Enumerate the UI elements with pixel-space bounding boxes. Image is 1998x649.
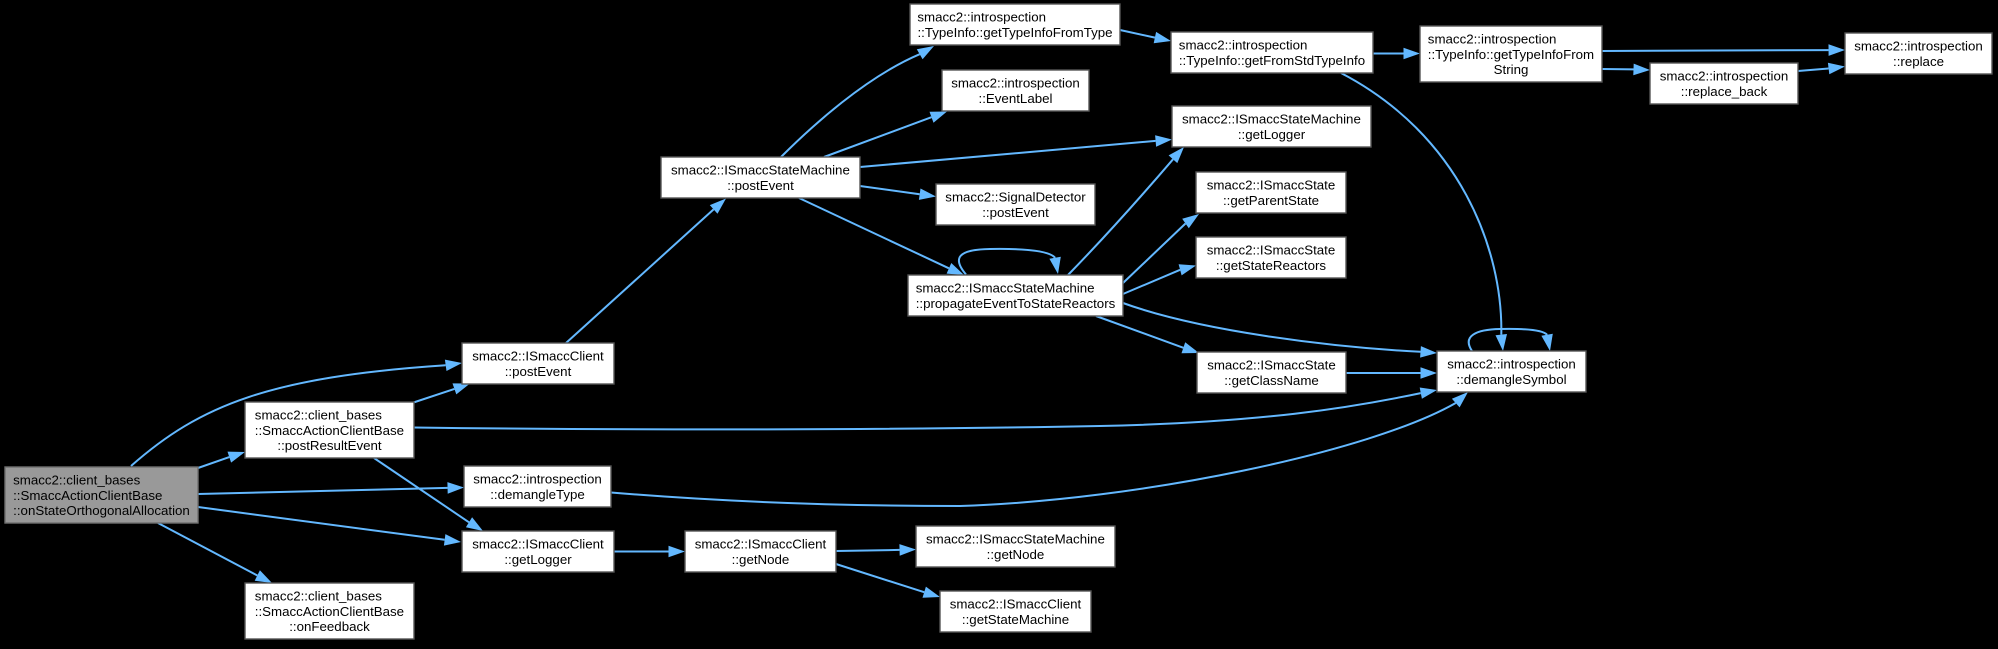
svg-text:smacc2::ISmaccStateMachine: smacc2::ISmaccStateMachine (1182, 112, 1361, 127)
svg-text:::onStateOrthogonalAllocation: ::onStateOrthogonalAllocation (13, 503, 190, 518)
svg-text:::replace_back: ::replace_back (1681, 84, 1768, 99)
svg-text:::getNode: ::getNode (732, 552, 790, 567)
svg-text:::getNode: ::getNode (987, 547, 1045, 562)
svg-text:::onFeedback: ::onFeedback (289, 619, 370, 634)
svg-text:::getClassName: ::getClassName (1224, 373, 1319, 388)
svg-text:::TypeInfo::getTypeInfoFrom: ::TypeInfo::getTypeInfoFrom (1428, 47, 1594, 62)
svg-text:smacc2::ISmaccStateMachine: smacc2::ISmaccStateMachine (916, 281, 1095, 296)
svg-text:smacc2::introspection: smacc2::introspection (1179, 38, 1308, 53)
svg-text:smacc2::introspection: smacc2::introspection (473, 472, 602, 487)
svg-text:smacc2::ISmaccStateMachine: smacc2::ISmaccStateMachine (671, 163, 850, 178)
svg-text:::propagateEventToStateReactor: ::propagateEventToStateReactors (916, 296, 1116, 311)
svg-text:smacc2::client_bases: smacc2::client_bases (255, 588, 382, 603)
svg-text:::getLogger: ::getLogger (504, 552, 572, 567)
svg-text:smacc2::ISmaccClient: smacc2::ISmaccClient (472, 349, 604, 364)
svg-text:smacc2::client_bases: smacc2::client_bases (13, 472, 140, 487)
svg-text:smacc2::SignalDetector: smacc2::SignalDetector (945, 190, 1086, 205)
svg-text:smacc2::introspection: smacc2::introspection (1447, 357, 1576, 372)
svg-text:::SmaccActionClientBase: ::SmaccActionClientBase (13, 488, 162, 503)
svg-text:smacc2::introspection: smacc2::introspection (1660, 69, 1789, 84)
svg-text:::demangleType: ::demangleType (490, 487, 585, 502)
svg-text:::postResultEvent: ::postResultEvent (277, 438, 382, 453)
svg-text:smacc2::ISmaccState: smacc2::ISmaccState (1207, 243, 1336, 258)
svg-text:::postEvent: ::postEvent (982, 205, 1049, 220)
svg-text:String: String (1494, 62, 1529, 77)
svg-text:::getLogger: ::getLogger (1238, 127, 1306, 142)
svg-text:::SmaccActionClientBase: ::SmaccActionClientBase (255, 423, 404, 438)
svg-text:smacc2::ISmaccStateMachine: smacc2::ISmaccStateMachine (926, 532, 1105, 547)
svg-text:smacc2::introspection: smacc2::introspection (1428, 31, 1557, 46)
svg-text:::getStateReactors: ::getStateReactors (1216, 258, 1326, 273)
svg-text:smacc2::client_bases: smacc2::client_bases (255, 407, 382, 422)
svg-text:smacc2::ISmaccClient: smacc2::ISmaccClient (950, 597, 1082, 612)
svg-text:::getStateMachine: ::getStateMachine (962, 612, 1069, 627)
svg-text:smacc2::ISmaccClient: smacc2::ISmaccClient (695, 537, 827, 552)
svg-text:::SmaccActionClientBase: ::SmaccActionClientBase (255, 604, 404, 619)
svg-text:::EventLabel: ::EventLabel (979, 91, 1053, 106)
svg-text:smacc2::introspection: smacc2::introspection (917, 10, 1046, 25)
svg-text:::demangleSymbol: ::demangleSymbol (1456, 372, 1566, 387)
svg-text:smacc2::introspection: smacc2::introspection (951, 76, 1080, 91)
svg-text:::getParentState: ::getParentState (1223, 193, 1319, 208)
svg-text:::TypeInfo::getTypeInfoFromTyp: ::TypeInfo::getTypeInfoFromType (917, 25, 1112, 40)
svg-text:::postEvent: ::postEvent (505, 364, 572, 379)
svg-text:smacc2::introspection: smacc2::introspection (1854, 39, 1983, 54)
svg-text:smacc2::ISmaccState: smacc2::ISmaccState (1207, 358, 1336, 373)
svg-text:smacc2::ISmaccClient: smacc2::ISmaccClient (472, 537, 604, 552)
svg-text:::replace: ::replace (1893, 54, 1944, 69)
svg-text:::postEvent: ::postEvent (727, 178, 794, 193)
svg-text:smacc2::ISmaccState: smacc2::ISmaccState (1207, 178, 1336, 193)
svg-text:::TypeInfo::getFromStdTypeInfo: ::TypeInfo::getFromStdTypeInfo (1179, 53, 1365, 68)
